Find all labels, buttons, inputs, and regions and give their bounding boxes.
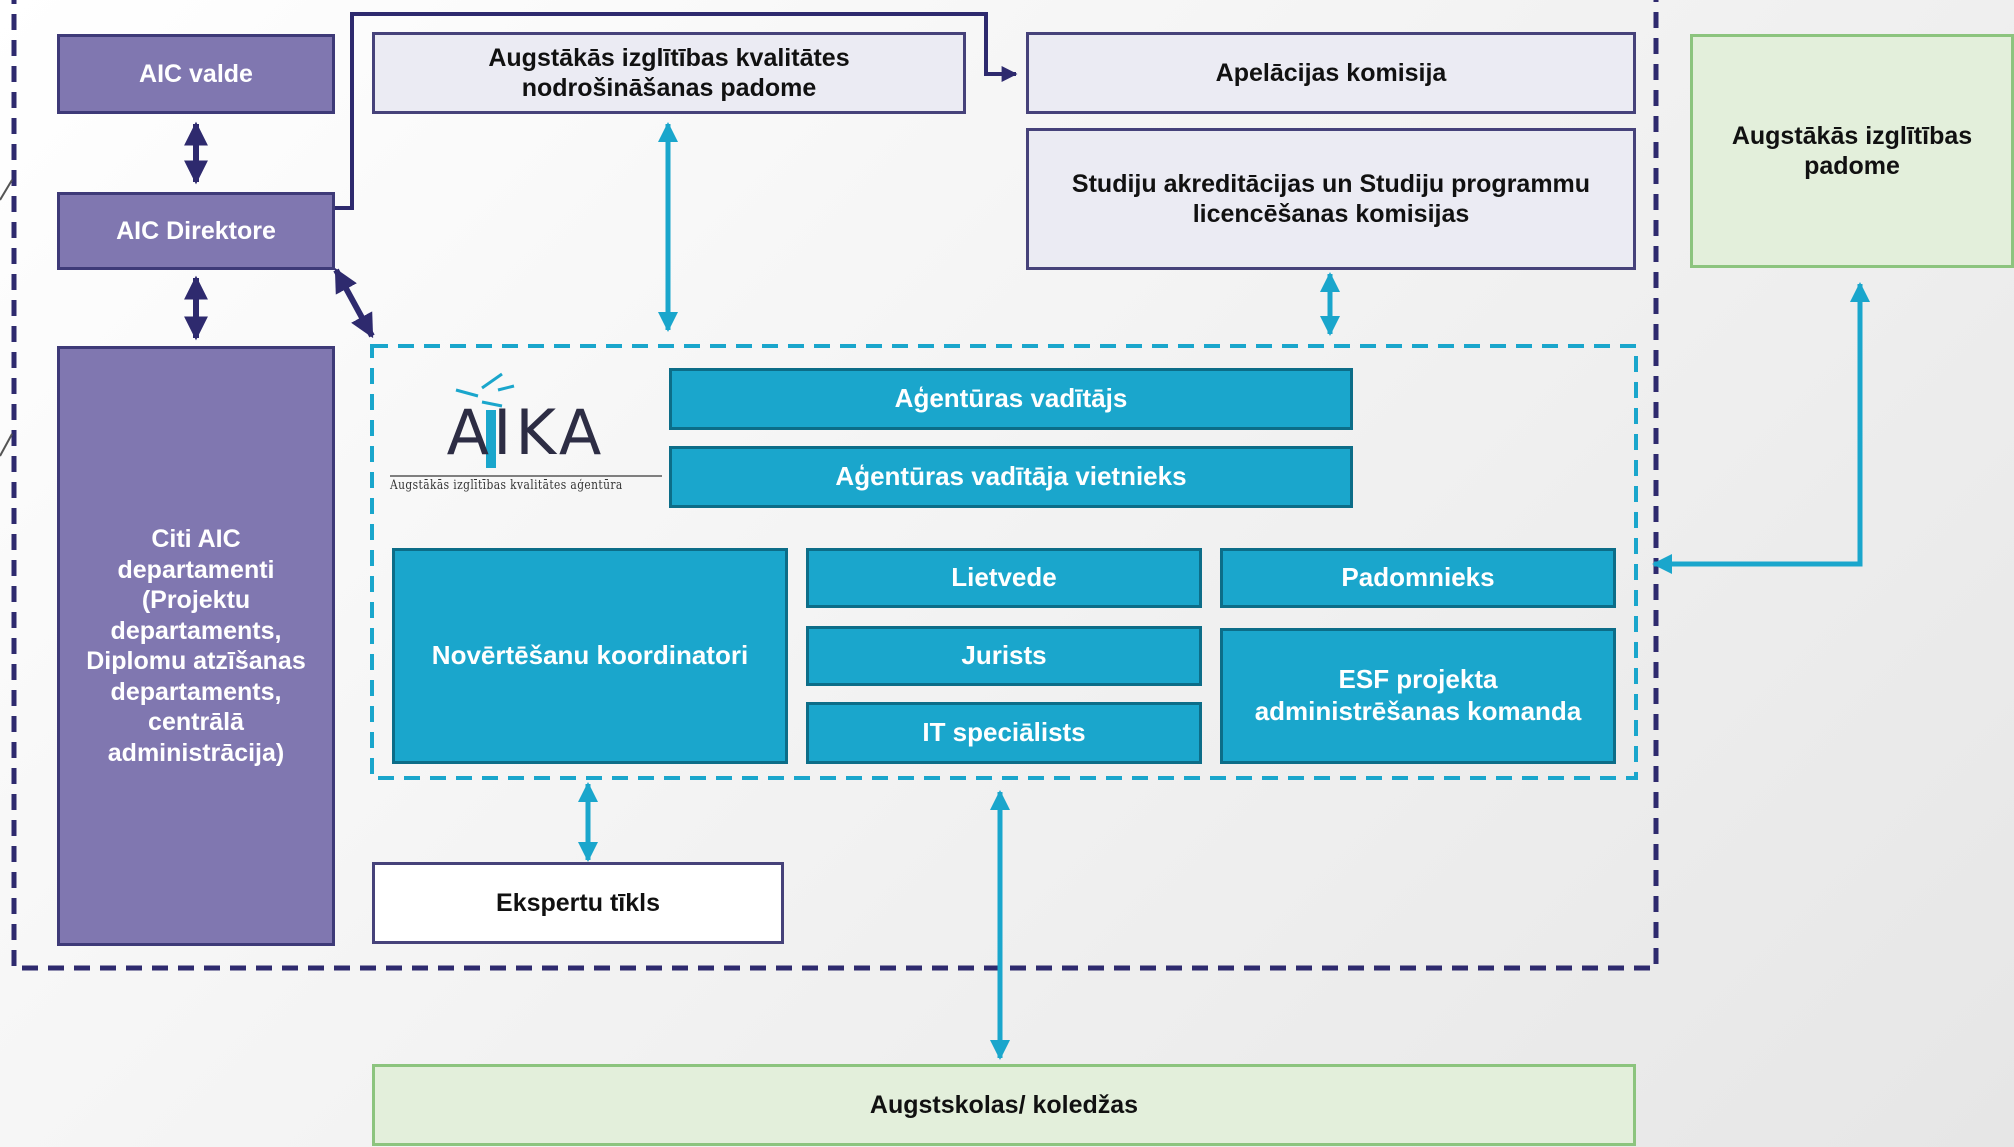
lighthouse-icon (390, 372, 662, 477)
lawyer-box: Jurists (806, 626, 1202, 686)
it-specialist-box: IT speciālists (806, 702, 1202, 764)
aic-director-label: AIC Direktore (116, 216, 276, 245)
lawyer-label: Jurists (961, 640, 1047, 671)
accreditation-commissions-box: Studiju akreditācijas un Studiju program… (1026, 128, 1636, 270)
expert-network-box: Ekspertu tīkls (372, 862, 784, 944)
coordinators-box: Novērtēšanu koordinatori (392, 548, 788, 764)
aic-board-label: AIC valde (139, 59, 253, 88)
aika-frame (370, 344, 1638, 780)
esf-team-box: ESF projekta administrēšanas komanda (1220, 628, 1616, 764)
quality-council-label: Augstākās izglītības kvalitātes nodrošin… (488, 43, 850, 103)
aic-other-departments-label: Citi AIC departamenti (Projektu departam… (86, 525, 306, 767)
agency-deputy-label: Aģentūras vadītāja vietnieks (835, 461, 1187, 492)
advisor-label: Padomnieks (1341, 562, 1495, 593)
records-label: Lietvede (951, 562, 1057, 593)
edge-stroke (0, 179, 13, 201)
aic-frame (11, 0, 1659, 971)
it-specialist-label: IT speciālists (922, 717, 1086, 748)
director-agency-arrow (333, 267, 375, 339)
appeals-commission-label: Apelācijas komisija (1215, 58, 1447, 87)
advisor-box: Padomnieks (1220, 548, 1616, 608)
quality-council-box: Augstākās izglītības kvalitātes nodrošin… (372, 32, 966, 114)
higher-ed-council-label: Augstākās izglītības padome (1731, 121, 1973, 181)
aic-board-box: AIC valde (57, 34, 335, 114)
universities-box: Augstskolas/ koledžas (372, 1064, 1636, 1146)
universities-label: Augstskolas/ koledžas (869, 1090, 1139, 1119)
appeals-commission-box: Apelācijas komisija (1026, 32, 1636, 114)
aic-director-box: AIC Direktore (57, 192, 335, 270)
coordinators-label: Novērtēšanu koordinatori (431, 640, 749, 671)
edge-stroke (0, 433, 13, 457)
esf-team-label: ESF projekta administrēšanas komanda (1254, 664, 1582, 726)
aic-other-departments-box: Citi AIC departamenti (Projektu departam… (57, 346, 335, 946)
higher-ed-council-box: Augstākās izglītības padome (1690, 34, 2014, 268)
records-box: Lietvede (806, 548, 1202, 608)
aika-logo-tagline: Augstākās izglītības kvalitātes aģentūra (390, 478, 623, 493)
agency-deputy-box: Aģentūras vadītāja vietnieks (669, 446, 1353, 508)
accreditation-commissions-label: Studiju akreditācijas un Studiju program… (1071, 169, 1591, 229)
agency-head-label: Aģentūras vadītājs (894, 383, 1128, 414)
aika-logo-word: AIKA (446, 396, 606, 469)
agency-head-box: Aģentūras vadītājs (669, 368, 1353, 430)
expert-network-label: Ekspertu tīkls (496, 888, 660, 917)
aika-logo: AIKA Augstākās izglītības kvalitātes aģe… (390, 366, 662, 506)
higher-ed-council-agency-connector (1652, 282, 1870, 574)
director-appeals-connector (334, 12, 1018, 210)
